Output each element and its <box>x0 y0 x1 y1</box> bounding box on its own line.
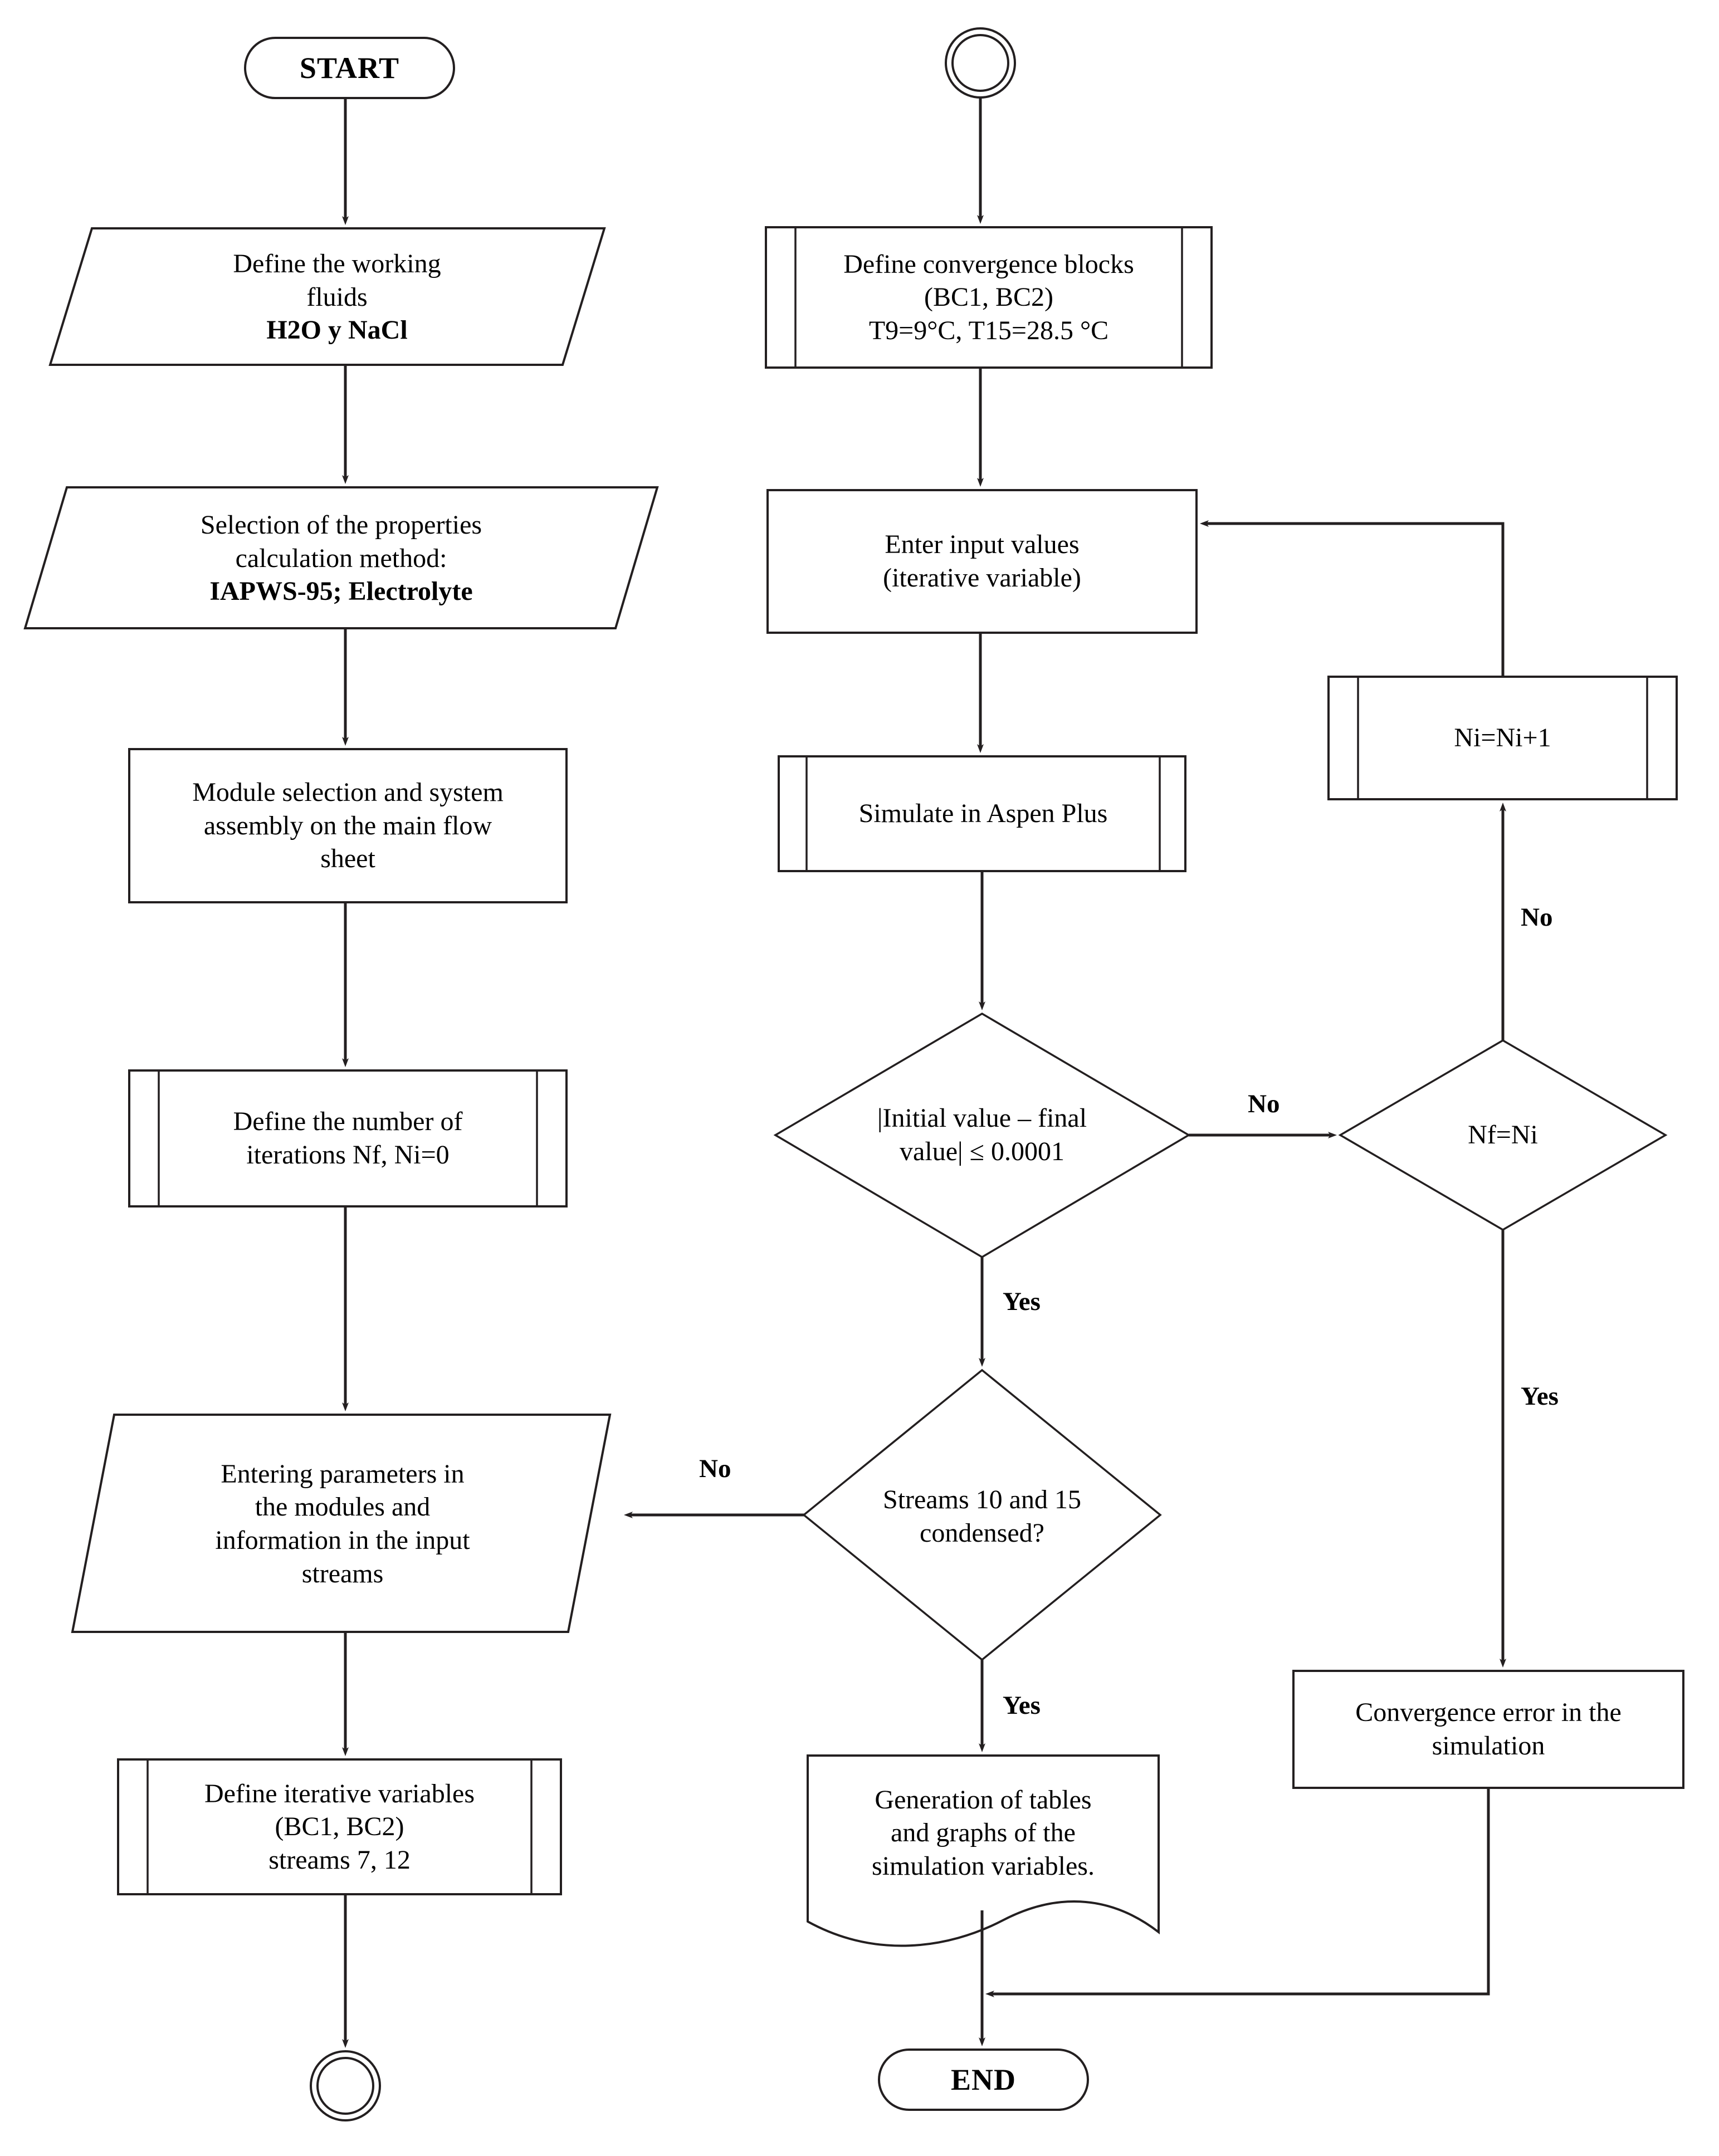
edge-label-streams-no: No <box>699 1454 731 1483</box>
node-decision-streams-shape <box>802 1368 1162 1661</box>
node-decision-tolerance-shape <box>773 1012 1191 1259</box>
node-define-iterations-shape <box>128 1069 568 1207</box>
edge-label-nf-ni-no: No <box>1521 903 1553 932</box>
edge-convergence-error-to-end <box>985 1788 1490 1997</box>
node-define-iterative-variables-shape <box>117 1758 562 1895</box>
edge-increment-to-enter-input <box>1200 520 1505 677</box>
node-connector-right-top-shape <box>945 27 1016 99</box>
node-simulate-aspen-shape <box>778 755 1186 872</box>
node-connector-left-bottom-shape <box>310 2050 381 2121</box>
node-entering-parameters-shape <box>71 1414 612 1633</box>
node-start-shape <box>244 37 455 99</box>
node-properties-method-shape <box>23 486 659 629</box>
node-generation-tables-shape <box>807 1754 1160 1947</box>
node-define-fluids-shape <box>48 227 606 366</box>
node-module-selection-shape <box>128 748 568 903</box>
node-convergence-blocks-shape <box>765 226 1213 369</box>
edge-label-nf-ni-yes: Yes <box>1521 1382 1559 1411</box>
edge-label-tolerance-no: No <box>1248 1089 1280 1118</box>
edge-label-streams-yes: Yes <box>1003 1691 1041 1720</box>
node-enter-input-values-shape <box>766 489 1198 634</box>
node-decision-nf-ni-shape <box>1338 1039 1668 1231</box>
edge-label-tolerance-yes: Yes <box>1003 1287 1041 1316</box>
node-increment-ni-shape <box>1327 676 1678 800</box>
node-end-shape <box>878 2049 1089 2111</box>
node-convergence-error-shape <box>1292 1670 1684 1789</box>
